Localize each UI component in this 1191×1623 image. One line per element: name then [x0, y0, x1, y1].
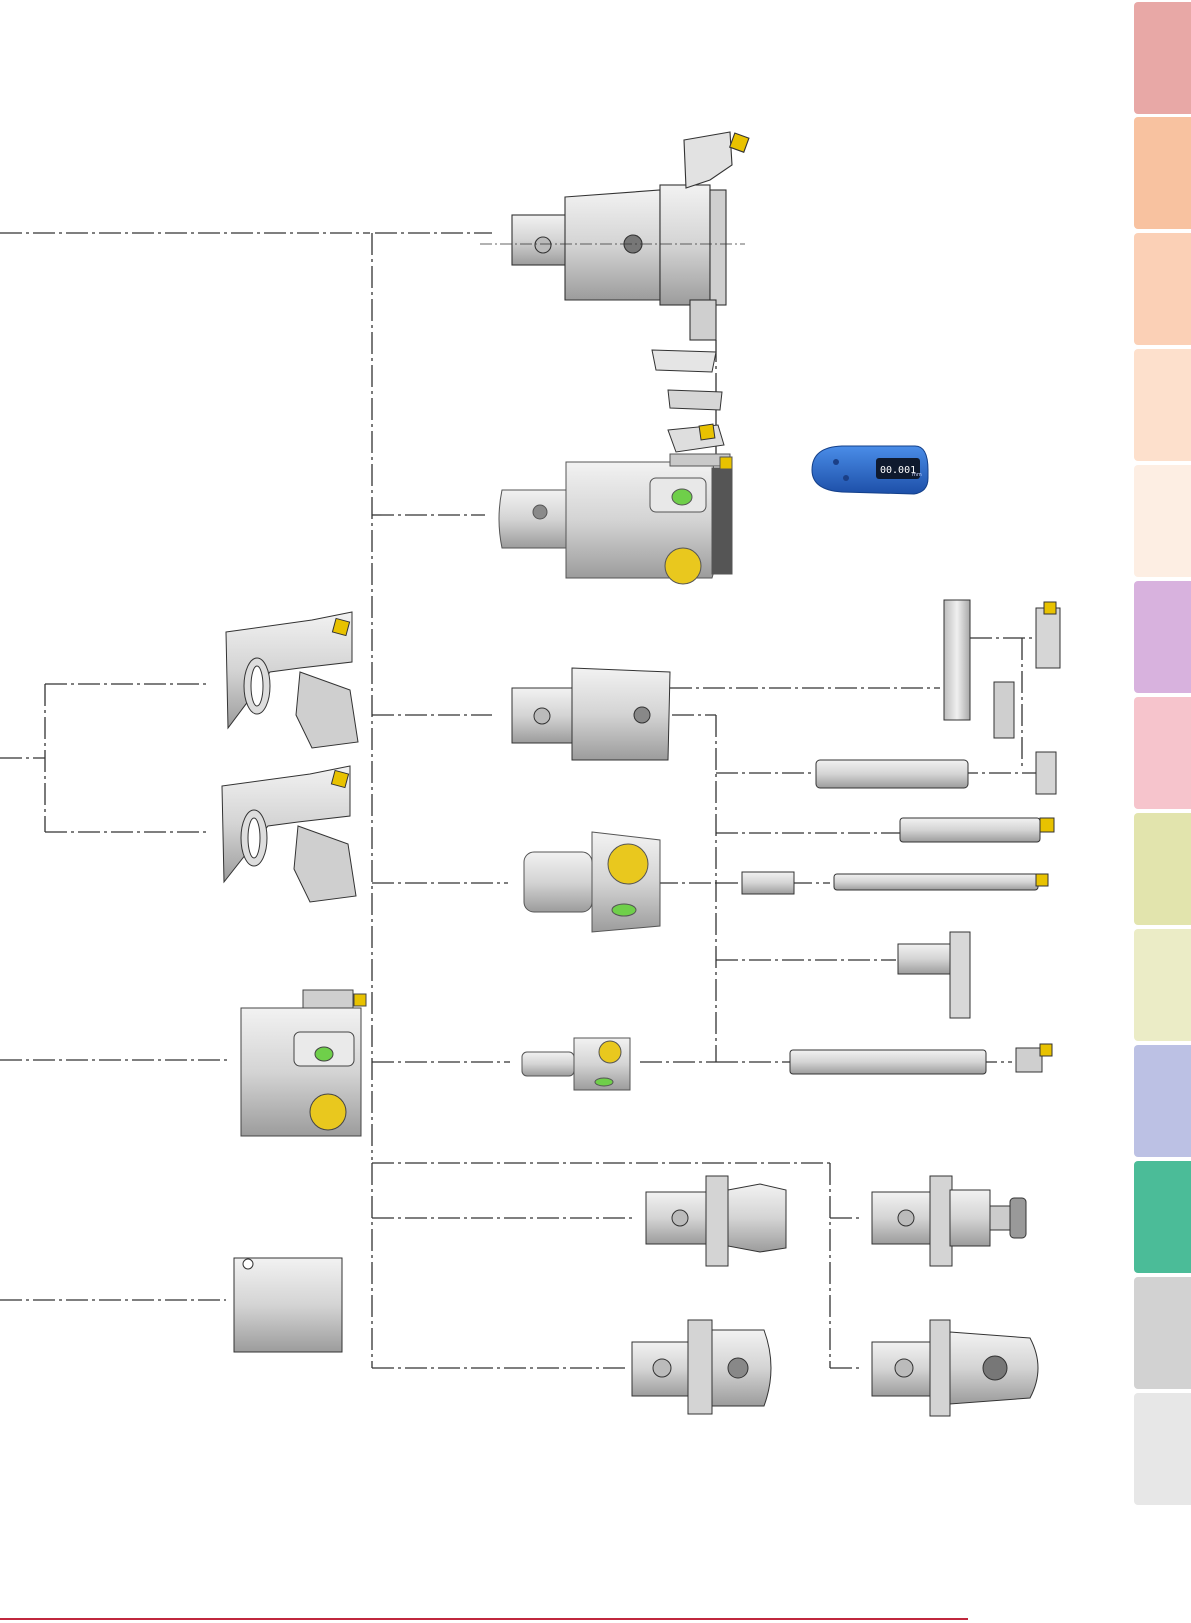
digital-boring-head-large [499, 454, 732, 584]
tab-10[interactable] [1134, 1045, 1191, 1157]
tab-4[interactable] [1134, 349, 1191, 461]
digital-boring-head-small [522, 1038, 630, 1090]
tab-9[interactable] [1134, 929, 1191, 1041]
threaded-boring-bar-head-2 [222, 766, 356, 902]
tapping-adapter [872, 1176, 1026, 1266]
boring-bars [742, 760, 1054, 1074]
tab-8[interactable] [1134, 813, 1191, 925]
cartridge-parts [652, 350, 724, 452]
readout-value: 00.001 [880, 465, 916, 476]
shell-mill-adapter [632, 1320, 771, 1414]
digital-boring-head-box [241, 990, 366, 1136]
blank-adapter-block [234, 1258, 342, 1352]
tab-11[interactable] [1134, 1161, 1191, 1273]
tab-5[interactable] [1134, 465, 1191, 577]
boring-head-holder-middle [512, 668, 670, 760]
tab-1[interactable] [1134, 2, 1191, 114]
tab-3[interactable] [1134, 233, 1191, 345]
tab-6[interactable] [1134, 581, 1191, 693]
tab-7[interactable] [1134, 697, 1191, 809]
drill-chuck-adapter [872, 1320, 1038, 1416]
digital-readout-device: 00.001 mm [812, 446, 928, 494]
collet-chuck-adapter [646, 1176, 786, 1266]
footer-rule [0, 1618, 968, 1620]
tab-12[interactable] [1134, 1277, 1191, 1389]
boring-head-large [480, 132, 749, 340]
readout-unit: mm [912, 472, 922, 478]
digital-boring-head-medium [524, 832, 660, 932]
tab-13[interactable] [1134, 1393, 1191, 1505]
threaded-boring-bar-head-1 [226, 612, 358, 748]
tab-2[interactable] [1134, 117, 1191, 229]
